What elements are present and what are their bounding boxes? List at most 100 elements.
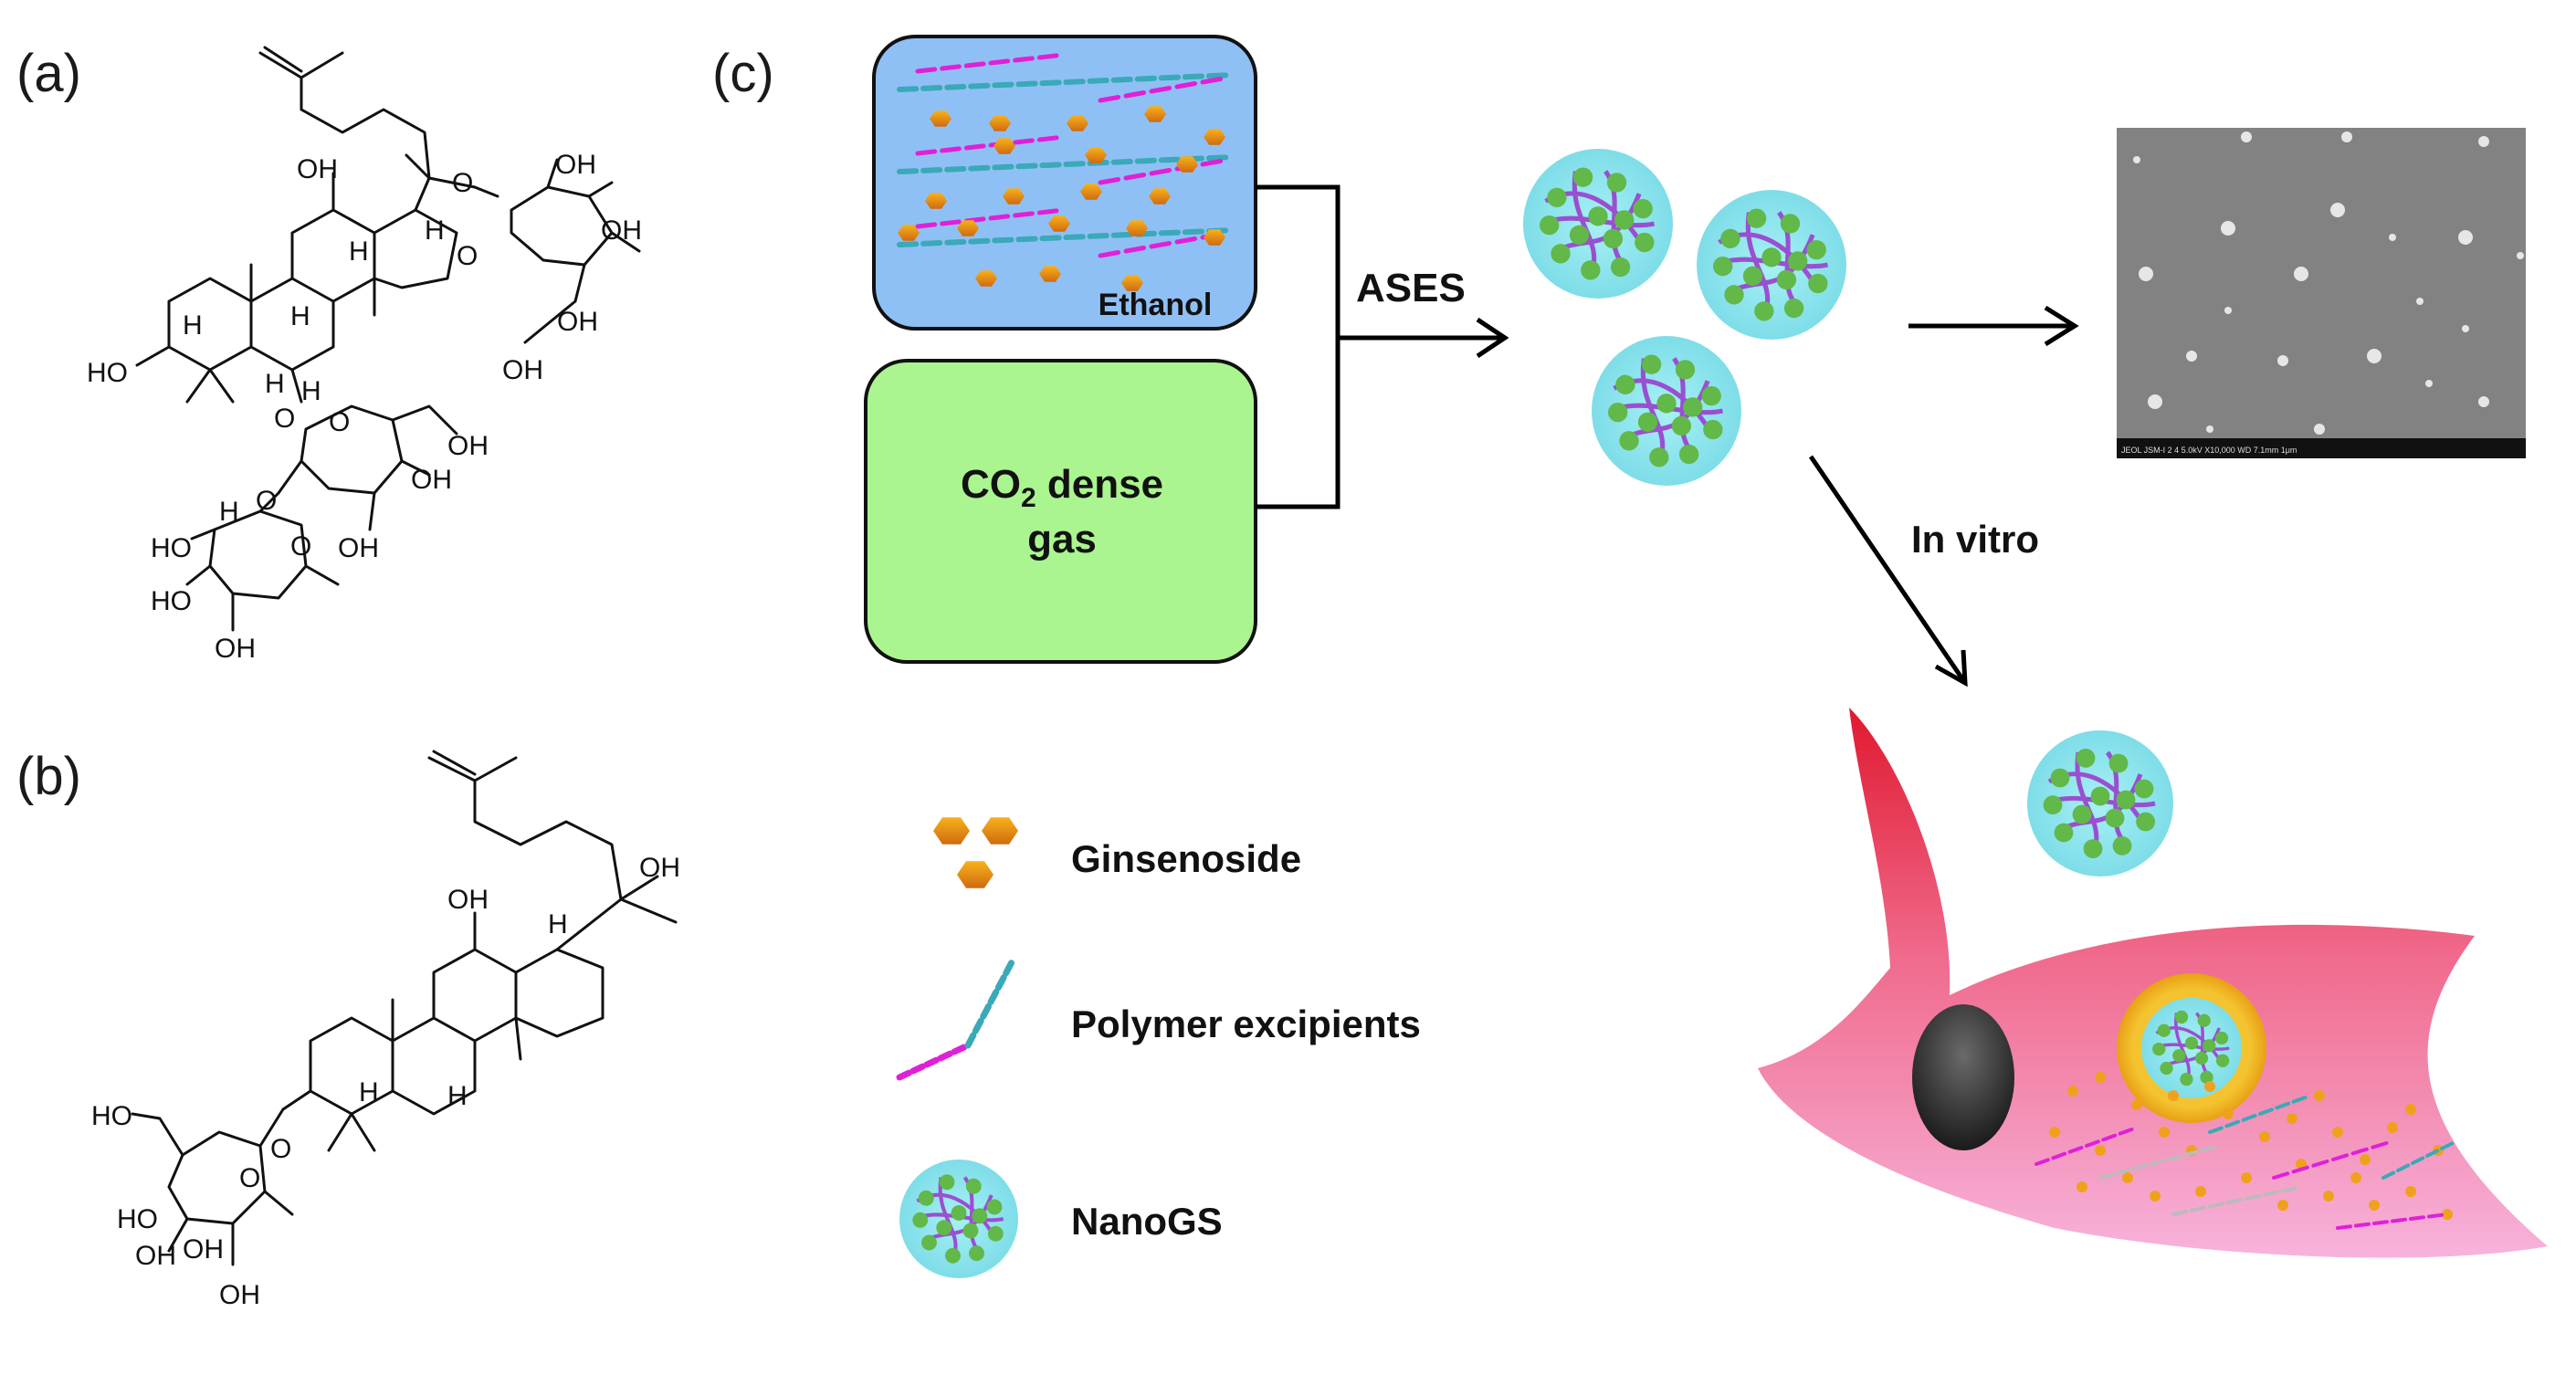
drug-dot bbox=[2159, 1127, 2170, 1138]
ginsenoside-hexagon bbox=[1149, 188, 1171, 205]
mol-b-h-3: H bbox=[447, 1081, 468, 1111]
mol-b-oh-1: OH bbox=[639, 853, 680, 883]
ginsenoside-hexagon bbox=[1048, 215, 1070, 232]
drug-dot bbox=[2168, 1090, 2179, 1101]
sem-particle bbox=[2517, 252, 2524, 259]
ginsenoside-hexagon bbox=[1003, 188, 1025, 205]
sem-particle bbox=[2241, 131, 2252, 142]
mol-a-oh-5: OH bbox=[297, 154, 338, 184]
legend-label-polymer: Polymer excipients bbox=[1071, 1002, 1421, 1045]
sem-particle bbox=[2478, 396, 2489, 407]
nanoparticle bbox=[1697, 190, 1846, 340]
ginsenoside-hexagon bbox=[1039, 266, 1061, 282]
drug-dot bbox=[2405, 1104, 2416, 1115]
mol-a-oh-mid-3: OH bbox=[338, 533, 379, 563]
nanoparticle bbox=[1523, 149, 1673, 299]
legend: Ginsenoside Polymer excipients NanoGS bbox=[896, 817, 1421, 1278]
polymer-chain bbox=[2035, 1128, 2134, 1166]
ginsenoside-hexagon bbox=[982, 817, 1018, 845]
ginsenoside-hexagon bbox=[1121, 275, 1143, 291]
legend-item-ginsenoside: Ginsenoside bbox=[933, 817, 1301, 888]
ginsenoside-hexagon bbox=[1204, 129, 1225, 145]
co2-label-line1: CO2 dense bbox=[961, 462, 1163, 513]
cell-nucleus bbox=[1912, 1004, 2014, 1150]
drug-dot bbox=[2314, 1090, 2325, 1101]
drug-dot bbox=[2077, 1181, 2087, 1192]
ginsenoside-hexagon bbox=[933, 817, 970, 845]
nanoparticle bbox=[2141, 998, 2242, 1098]
ginsenoside-hexagon bbox=[1126, 220, 1148, 236]
drug-dot bbox=[2122, 1172, 2133, 1183]
mol-a-h-2: H bbox=[425, 215, 445, 246]
mol-a-oh-4: OH bbox=[502, 355, 543, 385]
ases-label: ASES bbox=[1356, 266, 1466, 310]
sem-particle bbox=[2139, 267, 2153, 281]
mol-a-o-ring-3: O bbox=[290, 531, 311, 562]
nanoparticle bbox=[1592, 336, 1741, 486]
sem-particle bbox=[2133, 156, 2140, 163]
sem-particle bbox=[2416, 298, 2424, 305]
legend-item-nanogs: NanoGS bbox=[899, 1160, 1223, 1278]
drug-dot bbox=[2350, 1172, 2361, 1183]
polymer-chain bbox=[897, 72, 1229, 92]
drug-dot bbox=[2131, 1099, 2142, 1110]
nanoparticle bbox=[2027, 730, 2173, 876]
polymer-chain bbox=[1098, 77, 1224, 103]
ginsenoside-hexagon bbox=[975, 270, 997, 287]
ginsenoside-hexagon bbox=[1204, 229, 1225, 246]
mol-a-o-link-1: O bbox=[452, 168, 473, 198]
mol-a-o-ring-1: O bbox=[457, 241, 478, 271]
drug-dot bbox=[2442, 1209, 2453, 1220]
panel-label-b: (b) bbox=[16, 747, 81, 806]
mol-a-h-3: H bbox=[290, 301, 310, 331]
molecule-a-labels: OH OH OH OH OH O O H H H H H HO O H O OH… bbox=[87, 150, 642, 664]
polymer-chain bbox=[964, 960, 1015, 1049]
sem-particle bbox=[2425, 380, 2433, 387]
polymer-chain bbox=[2208, 1096, 2308, 1134]
mol-a-h-1: H bbox=[349, 236, 369, 267]
drug-dot bbox=[2259, 1131, 2270, 1142]
sem-particle bbox=[2330, 203, 2345, 217]
polymer-chain bbox=[915, 208, 1059, 229]
ginsenoside-hexagon bbox=[925, 193, 947, 209]
ginsenoside-hexagon bbox=[989, 115, 1011, 131]
mol-a-o-ring-2: O bbox=[329, 407, 350, 437]
mol-a-h-7: H bbox=[219, 497, 239, 527]
sem-particle bbox=[2224, 307, 2232, 314]
drug-dot bbox=[2095, 1072, 2106, 1083]
ginsenoside-hexagon bbox=[1067, 115, 1088, 131]
polymer-icon bbox=[896, 960, 1015, 1081]
legend-label-ginsenoside: Ginsenoside bbox=[1071, 837, 1301, 880]
mol-a-oh-mid-1: OH bbox=[447, 431, 489, 461]
mol-a-o-link-2: O bbox=[274, 404, 295, 434]
mol-a-oh-3: OH bbox=[557, 307, 598, 337]
polymer-chain bbox=[915, 53, 1059, 74]
sem-particle bbox=[2341, 131, 2352, 142]
mol-a-ho-left: HO bbox=[87, 358, 128, 388]
nanoparticle-cluster bbox=[1523, 149, 1846, 486]
sem-particle bbox=[2478, 136, 2489, 147]
ginsenoside-hexagon bbox=[1176, 156, 1198, 173]
drug-dot bbox=[2323, 1191, 2334, 1202]
sem-particle bbox=[2462, 325, 2469, 332]
released-drug-and-polymer bbox=[2035, 1072, 2455, 1230]
endosome bbox=[2117, 973, 2266, 1123]
polymer-chain bbox=[896, 1044, 967, 1081]
mol-b-ho-1: HO bbox=[91, 1101, 132, 1131]
mol-a-oh-1: OH bbox=[555, 150, 596, 180]
ases-connector bbox=[1256, 184, 1509, 509]
drug-dot bbox=[2049, 1127, 2060, 1138]
sem-particle bbox=[2148, 394, 2162, 409]
ginsenoside-hexagon bbox=[930, 110, 952, 127]
molecule-b-labels: OH OH H H H HO O O OH HO OH OH bbox=[91, 853, 680, 1310]
polymer-chain bbox=[2336, 1212, 2444, 1230]
panel-label-a: (a) bbox=[16, 44, 81, 103]
mol-a-oh-2: OH bbox=[601, 215, 642, 246]
mol-a-h-4: H bbox=[183, 310, 203, 341]
mol-b-oh-4: OH bbox=[135, 1241, 176, 1271]
drug-dot bbox=[2241, 1172, 2252, 1183]
nanogs-icon bbox=[899, 1160, 1018, 1278]
drug-dot bbox=[2277, 1200, 2288, 1211]
panel-label-c: (c) bbox=[712, 44, 774, 103]
